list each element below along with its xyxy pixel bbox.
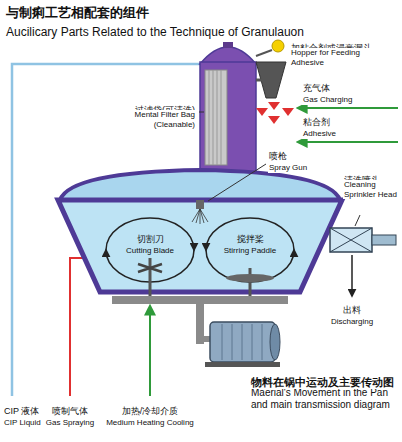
part-label: Mental Filter Bag (Cleanable) [108, 110, 196, 129]
leader-line [208, 164, 266, 201]
label-slot: 搅拌桨 [213, 228, 287, 246]
medium-pipe [149, 306, 151, 396]
discharge-port [330, 228, 372, 252]
part-label: 充气体 [302, 83, 331, 94]
bulb [272, 40, 284, 52]
label-slot: Cleaning Sprinkler Head [343, 180, 399, 201]
leader-line [199, 112, 204, 113]
label-slot: 喷枪 [268, 145, 330, 163]
label-slot: 与制痢工艺相配套的组件 [5, 3, 397, 21]
paddle-shaft [249, 268, 252, 300]
label-slot: Mental Filter Bag (Cleanable) [108, 110, 196, 131]
part-label: Discharging [330, 317, 374, 327]
label-slot: Maerial's Movement in the Pan and main t… [250, 387, 398, 412]
motor-base [205, 362, 280, 367]
label-slot: 喷制气体 [44, 400, 96, 418]
tower-knob [223, 42, 233, 48]
spray-gun [196, 200, 204, 209]
pipe-label: 喷制气体 [51, 406, 89, 417]
pipe-label: 加热/冷却介质 [121, 406, 180, 417]
part-label: 切割刀 [136, 234, 165, 245]
filter-stripes [209, 70, 221, 165]
blade-shaft [149, 258, 152, 300]
leader-line [355, 215, 360, 226]
pipe-label: CIP Liquid [3, 418, 42, 428]
part-label: Cleaning Sprinkler Head [343, 180, 399, 199]
part-label: Gas Charging [302, 95, 353, 105]
part-label: 粘合剂 [302, 117, 331, 128]
motor-fins [222, 324, 262, 360]
gas-arrow [268, 116, 280, 124]
label-slot: Adhesive [302, 122, 394, 140]
motor [210, 322, 275, 362]
pan-lid [60, 170, 340, 200]
gas-arrow [268, 102, 280, 110]
part-label: Cutting Blade [125, 246, 175, 256]
label-slot: 出料 [322, 299, 382, 317]
tower-body [200, 62, 256, 172]
label-slot: Gas Charging [302, 88, 394, 106]
hopper-arm [256, 79, 262, 82]
hopper [256, 62, 286, 98]
part-label: Adhesive [302, 129, 337, 139]
gas-spray-pipe [70, 258, 84, 396]
label-slot: Hopper for Feeding Adhesive [290, 48, 382, 69]
adhesive-pipe [298, 141, 398, 143]
label-slot: Gas Spraying [42, 411, 98, 429]
label-slot: 粘合剂 [302, 111, 394, 129]
part-label: Hopper for Feeding Adhesive [290, 48, 382, 67]
label-slot: Discharging [322, 310, 382, 328]
label-slot: Spray Gun [268, 156, 330, 174]
motor-cap [270, 324, 280, 360]
cutting-blade [138, 264, 162, 272]
label-slot: Cutting Blade [115, 239, 185, 257]
label-slot: Stirring Paddle [213, 239, 287, 257]
part-label: Spray Gun [268, 163, 308, 173]
part-label: 出料 [342, 305, 362, 316]
pipe-label: CIP 液体 [3, 406, 40, 417]
pipe-label: Medium Heating Cooling [105, 418, 195, 428]
subtitle: Aucilicary Parts Related to the Techniqu… [5, 25, 305, 39]
gas-charging-pipe [298, 107, 398, 109]
caption: 物料在锅中运动及主要传动图 [250, 376, 395, 389]
discharge-arrow [351, 255, 353, 296]
filter-bag [205, 70, 227, 165]
discharge-cross [330, 228, 372, 252]
pan-body [58, 200, 342, 292]
label-slot: Medium Heating Cooling [100, 411, 200, 429]
caption-text: Maerial's Movement in the Pan and main t… [250, 387, 398, 411]
pan-base [112, 296, 288, 304]
part-label: 搅拌桨 [236, 234, 265, 245]
gas-arrow [256, 108, 268, 116]
label-slot: 物料在锅中运动及主要传动图 [250, 372, 400, 390]
part-label: Stirring Paddle [223, 246, 277, 256]
spray-jets [192, 209, 208, 224]
discharge-pipe [372, 235, 396, 245]
part-label: 喷枪 [268, 151, 288, 162]
label-slot: 加热/冷却介质 [102, 400, 198, 418]
pipe-label: Gas Spraying [45, 418, 95, 428]
bulb-arm [256, 50, 272, 56]
label-slot: 充气体 [302, 77, 394, 95]
label-slot: 切割刀 [115, 228, 185, 246]
label-slot: CIP 液体 [3, 400, 49, 418]
title: 与制痢工艺相配套的组件 [5, 5, 150, 21]
stirring-paddle [226, 274, 274, 282]
gas-arrow [282, 108, 294, 116]
label-slot: CIP Liquid [3, 411, 49, 429]
label-slot: Aucilicary Parts Related to the Techniqu… [5, 22, 400, 40]
